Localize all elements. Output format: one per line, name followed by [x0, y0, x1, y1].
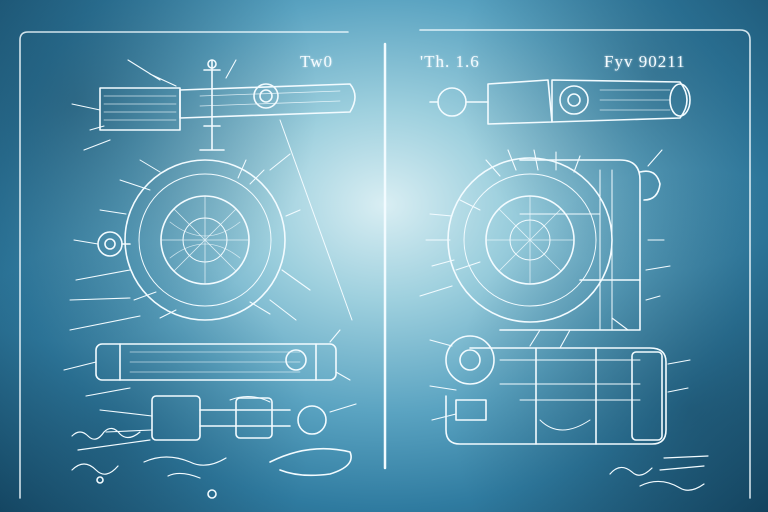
- left-machine-drawing: [63, 59, 357, 499]
- right-sheet-label-right: Fyv 90211: [604, 52, 686, 71]
- left-sheet-label: Tw0: [300, 52, 333, 71]
- left-sheet-border: [19, 31, 349, 499]
- right-machine-drawing: [419, 79, 709, 491]
- right-sheet-border: [419, 29, 751, 499]
- right-sheet-label-left: 'Th. 1.6: [420, 52, 480, 71]
